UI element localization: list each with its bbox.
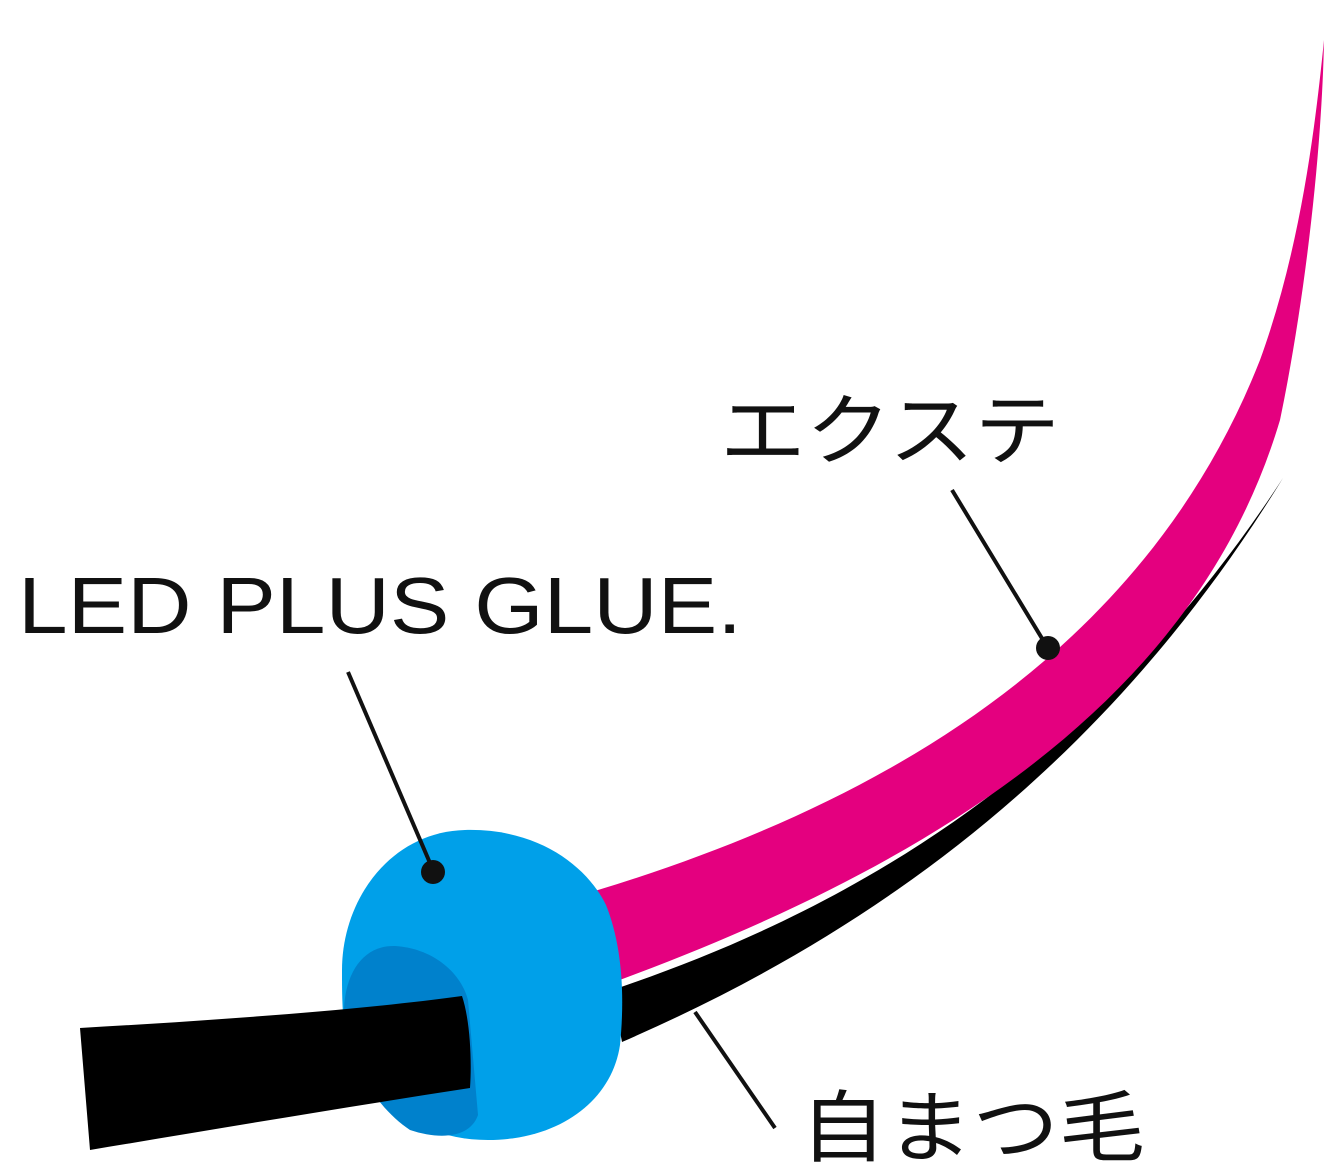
natural-lash-leader-line	[693, 1010, 777, 1130]
glue-leader-dot	[421, 860, 445, 884]
natural-lash-base	[80, 996, 471, 1150]
glue-leader-line	[346, 671, 435, 871]
extension-leader-dot	[1036, 636, 1060, 660]
extension-leader-line	[950, 488, 1048, 647]
natural-lash-shape	[612, 478, 1283, 1042]
extension-label: エクステ	[720, 387, 1060, 477]
natural-lash-label: 自まつ毛	[800, 1084, 1145, 1164]
extension-lash-shape	[588, 40, 1324, 985]
glue-label: LED PLUS GLUE.	[18, 561, 742, 650]
